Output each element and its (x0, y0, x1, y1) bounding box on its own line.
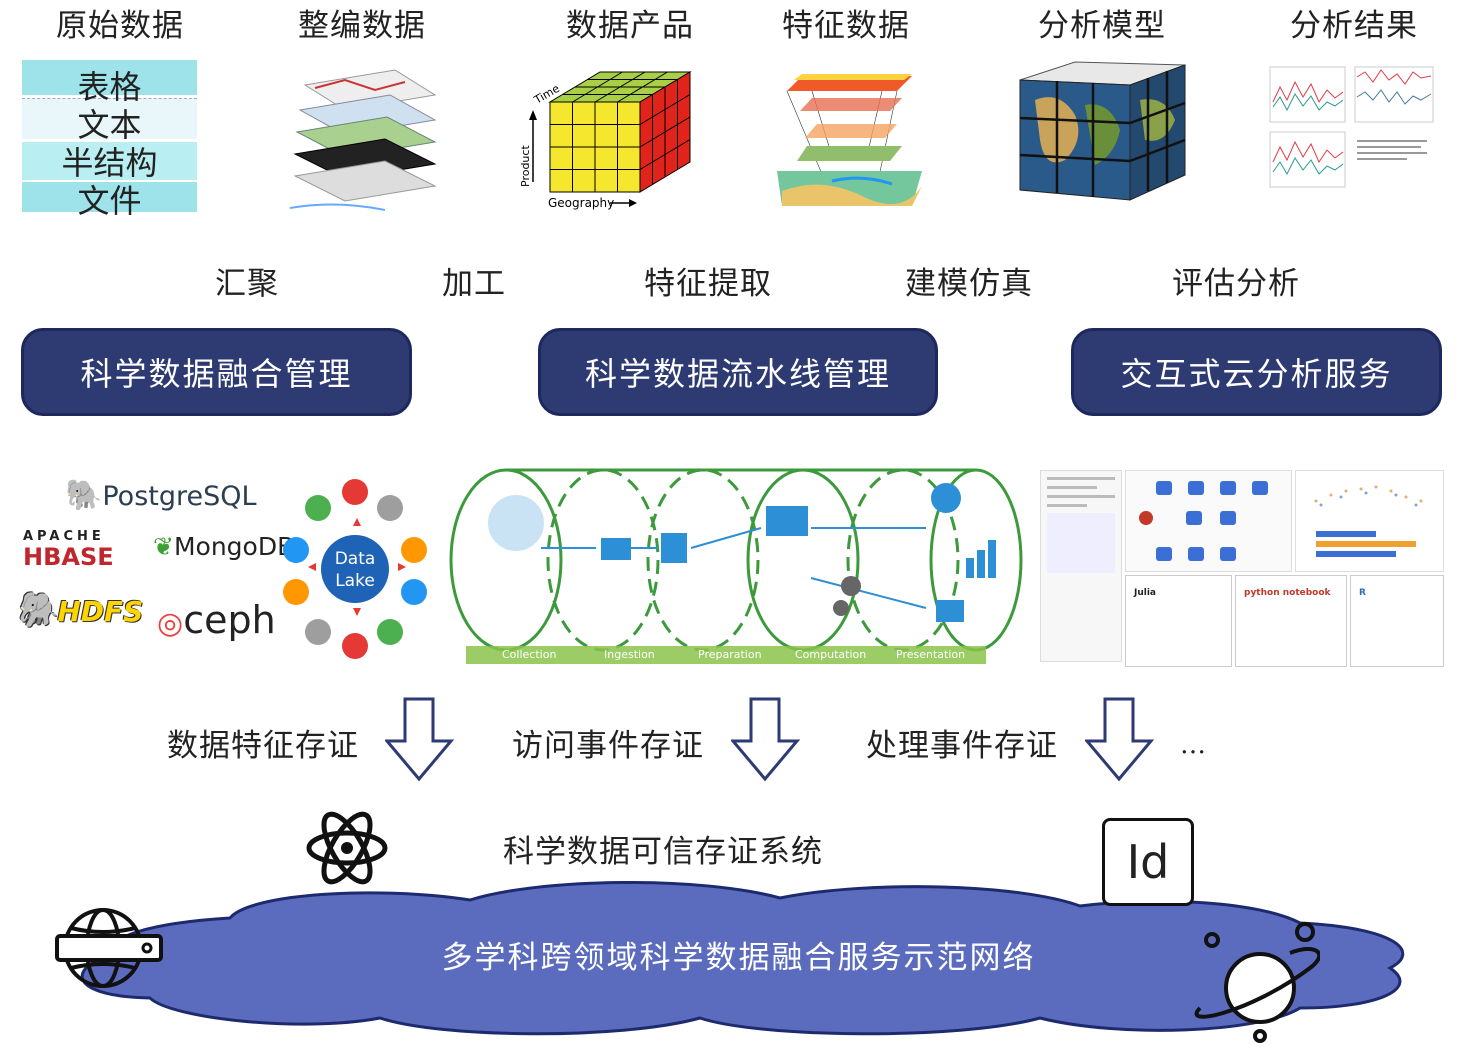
pipeline-stage-ingestion: Ingestion (604, 648, 655, 661)
pipeline-stage-presentation: Presentation (896, 648, 966, 661)
pipeline-diagram: Collection Ingestion Preparation Computa… (446, 468, 1024, 664)
notebook-screenshots: Julia python notebook R (1040, 470, 1444, 667)
stage-title-model: 分析模型 (1038, 8, 1166, 44)
network-cloud (80, 881, 1405, 1036)
service-fusion-management: 科学数据融合管理 (21, 328, 412, 416)
notebook-label-julia: Julia (1134, 588, 1156, 598)
cube-axis-product: Product (519, 145, 532, 187)
elephant-icon: 🐘 (65, 478, 103, 513)
pipeline-stage-computation: Computation (795, 648, 867, 661)
globe-icon (55, 908, 163, 988)
atom-icon (306, 811, 388, 885)
process-feature-extraction: 特征提取 (644, 266, 772, 302)
layered-map-image (289, 69, 437, 211)
stage-title-curated: 整编数据 (298, 8, 426, 44)
pipeline-stage-collection: Collection (502, 648, 557, 661)
data-lake-title-line2: Lake (335, 571, 375, 591)
ceph-icon: ◎ (157, 606, 184, 641)
ceph-logo: ◎ceph (157, 598, 276, 642)
storage-logos: 🐘PostgreSQL APACHE HBASE ❦MongoDB. 🐘HDFS… (15, 470, 302, 660)
data-lake-title-line1: Data (335, 549, 376, 569)
trusted-system-title: 科学数据可信存证系统 (503, 834, 823, 870)
raw-label-file: 文件 (77, 182, 142, 220)
evidence-access-event: 访问事件存证 (512, 728, 704, 764)
planet-icon (1194, 922, 1320, 1043)
raw-label-semistructured: 半结构 (61, 144, 158, 182)
earth-cube-image (1019, 61, 1186, 201)
raw-label-table: 表格 (77, 68, 142, 106)
stage-title-feature: 特征数据 (782, 8, 910, 44)
evidence-processing-event: 处理事件存证 (866, 728, 1058, 764)
process-evaluation-analysis: 评估分析 (1172, 266, 1300, 302)
evidence-more: … (1180, 730, 1206, 760)
notebook-label-r: R (1359, 588, 1366, 598)
cube-axis-geography: Geography (548, 196, 614, 210)
leaf-icon: ❦ (153, 532, 174, 561)
feature-layers-image (777, 74, 922, 206)
service-pipeline-management: 科学数据流水线管理 (538, 328, 938, 416)
service-cloud-analysis: 交互式云分析服务 (1071, 328, 1442, 416)
hdfs-logo: 🐘HDFS (15, 590, 144, 630)
down-arrow-icon (385, 697, 455, 782)
stage-title-raw: 原始数据 (56, 8, 184, 44)
down-arrow-icon (1085, 697, 1155, 782)
raw-label-text: 文本 (77, 106, 142, 144)
down-arrow-icon (731, 697, 801, 782)
data-lake-diagram: Data Lake (283, 479, 427, 659)
stage-title-product: 数据产品 (566, 8, 694, 44)
elephant-icon: 🐘 (15, 590, 58, 630)
stage-title-result: 分析结果 (1290, 8, 1418, 44)
process-modeling-simulation: 建模仿真 (905, 266, 1033, 302)
data-cube-image: Time Product Geography (519, 71, 692, 210)
id-icon: Id (1102, 818, 1194, 906)
process-aggregate: 汇聚 (215, 266, 279, 302)
demo-network-label: 多学科跨领域科学数据融合服务示范网络 (441, 940, 1036, 976)
process-processing: 加工 (442, 266, 506, 302)
hbase-logo: APACHE HBASE (23, 529, 114, 571)
pipeline-stage-preparation: Preparation (698, 648, 762, 661)
notebook-label-python: python notebook (1244, 588, 1331, 598)
mongodb-logo: ❦MongoDB. (153, 532, 303, 561)
evidence-data-feature: 数据特征存证 (167, 728, 359, 764)
raw-data-image: 表格 文本 半结构 文件 (22, 60, 197, 220)
postgresql-logo: 🐘PostgreSQL (65, 478, 257, 513)
result-charts-image (1269, 66, 1434, 188)
